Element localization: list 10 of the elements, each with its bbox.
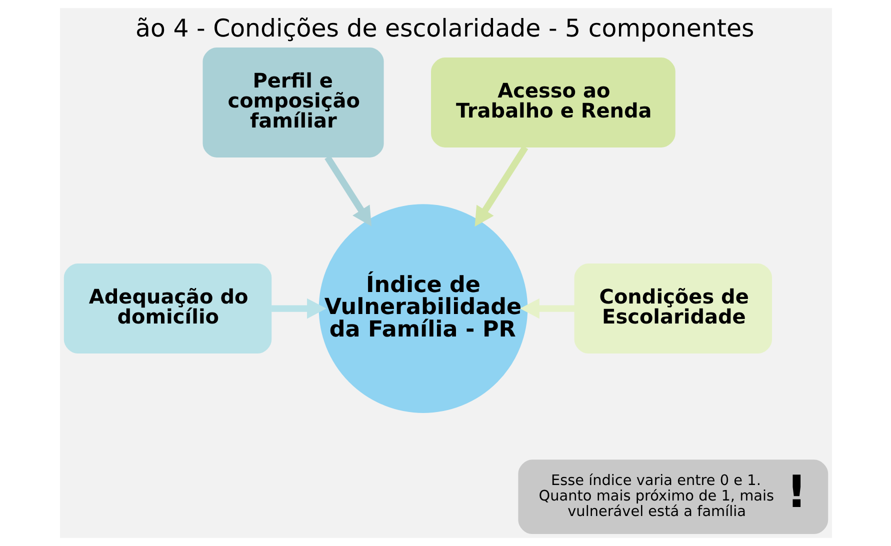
- node-box: Adequação do domicílio: [63, 264, 272, 354]
- arrow: [271, 298, 326, 319]
- node-box: Acesso ao Trabalho e Renda: [430, 58, 675, 148]
- node-box: Perfil e composição famíliar: [202, 48, 384, 158]
- arrow: [474, 146, 528, 227]
- node-box: Condições de Escolaridade: [574, 264, 772, 354]
- arrow: [520, 298, 574, 319]
- node-box: Esse índice varia entre 0 e 1. Quanto mais próximo de 1, mais vulnerável está a família !: [518, 460, 828, 534]
- arrow: [324, 155, 372, 226]
- diagram-title: ão 4 - Condições de escolaridade - 5 componentes: [135, 14, 754, 43]
